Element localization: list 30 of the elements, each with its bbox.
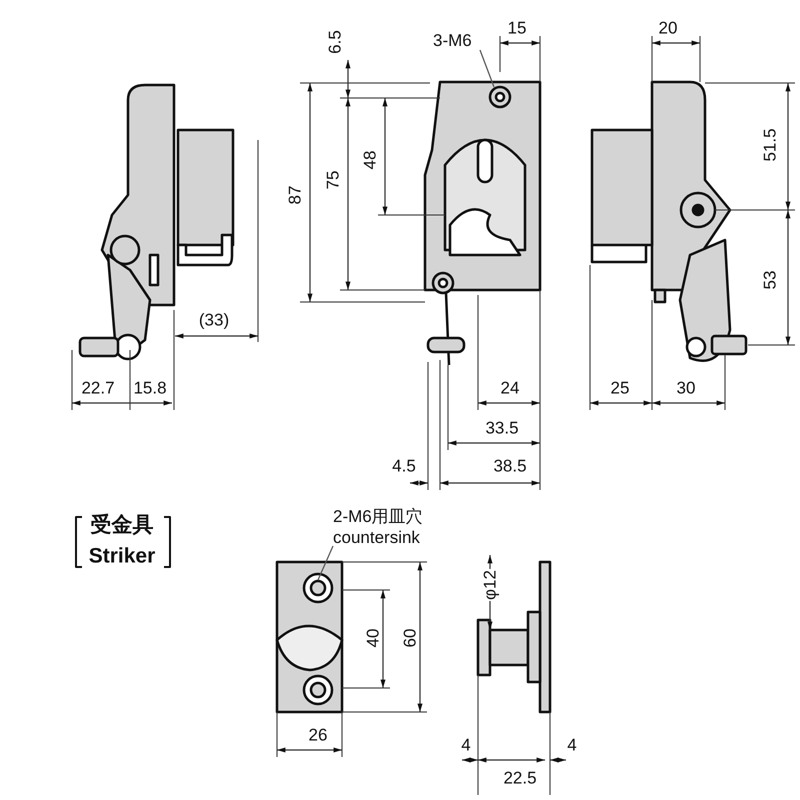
dimension-label: 25	[610, 380, 630, 396]
dimension-label: 53	[762, 270, 778, 290]
leader-line	[479, 50, 495, 88]
dimension-label: 60	[402, 628, 418, 648]
dimension-label: 33.5	[484, 420, 520, 436]
dimension-label: (33)	[198, 312, 230, 328]
dimension-label: 75	[324, 170, 342, 190]
section-heading: 受金具	[90, 514, 154, 536]
dimension-label: 24	[500, 380, 520, 396]
dimension-label: 40	[364, 628, 382, 648]
callout-text: 3-M6	[433, 30, 473, 52]
dimension-label: 4	[460, 736, 472, 754]
dimension-label: 22.7	[80, 380, 116, 396]
dimension-label: 15.8	[132, 380, 168, 396]
dimension-label: 26	[308, 726, 328, 744]
dimension-label: 22.5	[502, 770, 538, 786]
leader-line	[317, 546, 334, 580]
dimension-label: 48	[362, 150, 378, 170]
dimension-label: 4.5	[391, 458, 417, 474]
dimension-label: φ12	[482, 569, 498, 601]
dimension-label: 20	[658, 20, 678, 36]
dimension-label: 87	[286, 184, 304, 206]
dimension-label: 38.5	[492, 458, 528, 474]
callout-text: countersink	[333, 527, 421, 548]
dimension-label: 6.5	[326, 29, 344, 55]
dimension-label: 4	[566, 736, 578, 754]
dimension-label: 30	[676, 380, 696, 396]
dimension-label: 15	[506, 20, 528, 36]
dimension-label: 51.5	[762, 127, 778, 163]
callout-text: 2-M6用皿穴	[333, 506, 424, 528]
